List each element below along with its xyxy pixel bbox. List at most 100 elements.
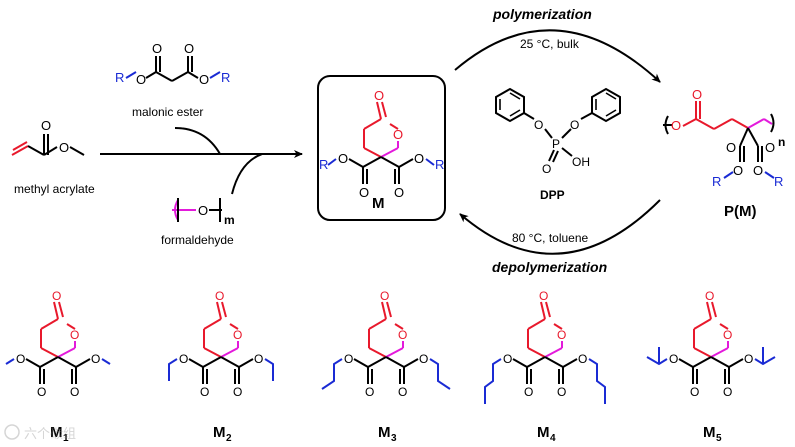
monomer-label-m1: M 1 bbox=[50, 424, 69, 444]
acrylate-carbonyl-o: O bbox=[41, 118, 51, 133]
svg-text:3: 3 bbox=[391, 433, 397, 444]
malonate-r-right: R bbox=[221, 70, 230, 85]
m1-ring-o: O bbox=[70, 328, 79, 342]
svg-text:M: M bbox=[537, 424, 550, 441]
dpp-o-right: O bbox=[570, 118, 579, 132]
dpp-o-double: O bbox=[542, 162, 551, 176]
pm-o-backbone: O bbox=[671, 118, 681, 133]
pm-repeat: n bbox=[778, 135, 785, 149]
m5-ring-o: O bbox=[723, 328, 732, 342]
m-r-right: R bbox=[435, 157, 444, 172]
m-carbonyl-o: O bbox=[374, 88, 384, 103]
malonate-co-left: O bbox=[152, 41, 162, 56]
formaldehyde-structure: O m bbox=[172, 198, 235, 227]
malonate-o-left: O bbox=[136, 72, 146, 87]
m2-co-right: O bbox=[233, 385, 242, 399]
pm-o-right: O bbox=[753, 163, 763, 178]
polymerization-arrow bbox=[454, 29, 661, 83]
depolymerization-arrow bbox=[459, 199, 661, 255]
depolymerization-conditions: 80 °C, toluene bbox=[512, 231, 589, 245]
malonate-co-right: O bbox=[184, 41, 194, 56]
monomer-label: M bbox=[372, 195, 385, 212]
m-r-left: R bbox=[319, 157, 328, 172]
formaldehyde-repeat: m bbox=[224, 213, 235, 227]
monomer-label-m3: M 3 bbox=[378, 424, 397, 444]
dpp-structure: O P O O OH bbox=[495, 87, 621, 176]
formaldehyde-join-curve bbox=[231, 153, 263, 195]
m2-o-right: O bbox=[254, 352, 263, 366]
m5-co-right: O bbox=[723, 385, 732, 399]
m-co-left: O bbox=[359, 185, 369, 200]
m-o-left: O bbox=[338, 151, 348, 166]
monomer-m3-structure: O O O O O O bbox=[321, 289, 451, 399]
pm-r-right: R bbox=[774, 174, 783, 189]
m4-co-right: O bbox=[557, 385, 566, 399]
acrylate-ester-o: O bbox=[59, 140, 69, 155]
malonic-ester-structure: R O O O O R bbox=[115, 41, 230, 87]
m3-ring-o: O bbox=[398, 328, 407, 342]
m4-ring-o: O bbox=[557, 328, 566, 342]
monomer-label-m2: M 2 bbox=[213, 424, 232, 444]
monomer-m-structure: O O O O O O R R bbox=[319, 88, 444, 200]
polymer-structure: O O n O O O O R R bbox=[663, 87, 785, 189]
svg-text:M: M bbox=[703, 424, 716, 441]
m5-co-left: O bbox=[690, 385, 699, 399]
monomer-m2-structure: O O O O O O bbox=[168, 289, 274, 399]
m-o-right: O bbox=[414, 151, 424, 166]
methyl-acrylate-structure: O O bbox=[11, 118, 85, 156]
watermark-text: 六个碳组 bbox=[24, 427, 76, 442]
m1-carbonyl-o: O bbox=[52, 289, 61, 303]
pm-r-left: R bbox=[712, 174, 721, 189]
m4-o-left: O bbox=[503, 352, 512, 366]
pm-o-left: O bbox=[733, 163, 743, 178]
m3-co-right: O bbox=[398, 385, 407, 399]
malonate-join-curve bbox=[174, 127, 221, 155]
m3-carbonyl-o: O bbox=[380, 289, 389, 303]
svg-text:M: M bbox=[50, 424, 63, 441]
catalyst-label: DPP bbox=[540, 188, 565, 202]
monomer-label-m4: M 4 bbox=[537, 424, 556, 444]
malonic-ester-label: malonic ester bbox=[132, 105, 203, 119]
monomer-label-m5: M 5 bbox=[703, 424, 722, 444]
svg-text:2: 2 bbox=[226, 433, 232, 444]
watermark-logo-icon bbox=[4, 424, 20, 440]
pm-carbonyl-o: O bbox=[692, 87, 702, 102]
m1-o-right: O bbox=[91, 352, 100, 366]
depolymerization-title: depolymerization bbox=[492, 259, 607, 275]
svg-text:M: M bbox=[213, 424, 226, 441]
m5-o-left: O bbox=[669, 352, 678, 366]
svg-text:5: 5 bbox=[716, 433, 722, 444]
m2-co-left: O bbox=[200, 385, 209, 399]
dpp-oh: OH bbox=[572, 155, 590, 169]
m4-carbonyl-o: O bbox=[539, 289, 548, 303]
monomer-m4-structure: O O O O O O bbox=[484, 289, 606, 404]
formaldehyde-label: formaldehyde bbox=[161, 233, 234, 247]
m-ring-o: O bbox=[393, 127, 403, 142]
polymer-label: P(M) bbox=[724, 203, 757, 220]
polymerization-conditions: 25 °C, bulk bbox=[520, 37, 580, 51]
dpp-p: P bbox=[552, 137, 560, 151]
m3-o-right: O bbox=[419, 352, 428, 366]
formaldehyde-o: O bbox=[198, 203, 208, 218]
monomer-box bbox=[317, 75, 446, 221]
monomer-m5-structure: O O O O O O bbox=[646, 289, 776, 399]
svg-text:M: M bbox=[378, 424, 391, 441]
m3-co-left: O bbox=[365, 385, 374, 399]
m-co-right: O bbox=[394, 185, 404, 200]
m4-co-left: O bbox=[524, 385, 533, 399]
m5-o-right: O bbox=[744, 352, 753, 366]
m2-o-left: O bbox=[179, 352, 188, 366]
methyl-acrylate-label: methyl acrylate bbox=[14, 182, 95, 196]
m1-co-right: O bbox=[70, 385, 79, 399]
dpp-o-left: O bbox=[534, 118, 543, 132]
svg-text:1: 1 bbox=[63, 433, 69, 444]
polymerization-title: polymerization bbox=[492, 6, 592, 22]
watermark: 六个碳组 bbox=[4, 424, 76, 442]
m1-co-left: O bbox=[37, 385, 46, 399]
m2-ring-o: O bbox=[233, 328, 242, 342]
monomer-m1-structure: O O O O O O bbox=[5, 289, 111, 399]
pm-co-left: O bbox=[726, 140, 736, 155]
m2-carbonyl-o: O bbox=[215, 289, 224, 303]
m1-o-left: O bbox=[16, 352, 25, 366]
